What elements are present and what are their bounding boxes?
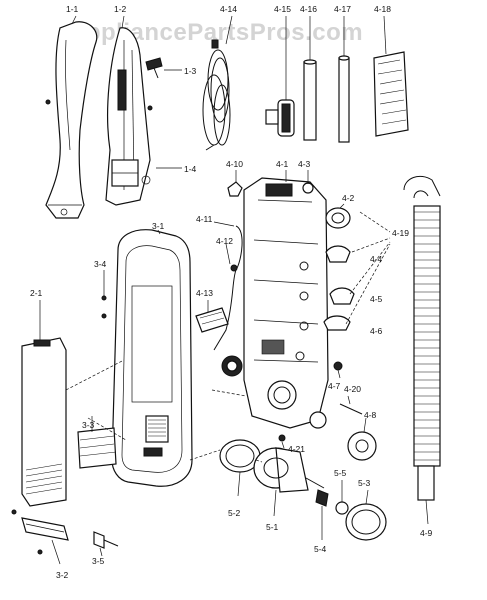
motor-ring-part xyxy=(219,439,261,473)
screw-icon xyxy=(37,549,43,555)
part-number-label: 4-20 xyxy=(344,384,361,394)
pedal-knob-part xyxy=(333,361,343,371)
part-number-label: 3-3 xyxy=(82,420,95,430)
knob-part xyxy=(302,182,314,194)
fan-band-part xyxy=(345,503,387,541)
screw-icon xyxy=(11,509,17,515)
nut-part xyxy=(335,501,349,515)
filter-hatch xyxy=(199,311,225,325)
screw-icon xyxy=(101,295,107,301)
part-number-label: 4-4 xyxy=(370,254,383,264)
part-number-label: 4-6 xyxy=(370,326,383,336)
pin-part xyxy=(278,434,286,442)
screw-icon xyxy=(45,99,51,105)
part-number-label: 1-1 xyxy=(66,4,79,14)
part-number-label: 5-3 xyxy=(358,478,371,488)
ring-seal-part xyxy=(325,207,351,229)
part-number-label: 4-16 xyxy=(300,4,317,14)
handle-grip-part xyxy=(45,21,98,219)
hose-part xyxy=(403,175,441,501)
leader-lines xyxy=(39,15,429,565)
handle-rear-part xyxy=(105,27,151,206)
part-number-label: 4-5 xyxy=(370,294,383,304)
motor-part xyxy=(253,447,325,493)
wheel-part xyxy=(347,431,377,461)
clip-part xyxy=(323,245,355,331)
part-number-label: 5-4 xyxy=(314,544,327,554)
bolt-part xyxy=(145,57,163,79)
part-number-label: 5-2 xyxy=(228,508,241,518)
part-number-label: 5-1 xyxy=(266,522,279,532)
part-number-label: 1-2 xyxy=(114,4,127,14)
part-number-label: 4-17 xyxy=(334,4,351,14)
part-number-label: 4-12 xyxy=(216,236,233,246)
carbon-brush-part xyxy=(315,489,329,507)
main-housing-part xyxy=(221,177,329,429)
bumper-part xyxy=(21,517,69,541)
filter-pad-part xyxy=(195,307,229,333)
part-number-label: 4-11 xyxy=(196,214,213,224)
power-cord-part xyxy=(202,39,231,151)
part-number-label: 1-3 xyxy=(184,66,197,76)
part-number-label: 4-21 xyxy=(288,444,305,454)
part-number-label: 5-5 xyxy=(334,468,347,478)
part-number-label: 4-18 xyxy=(374,4,391,14)
axle-left-part xyxy=(211,389,247,397)
part-number-label: 4-19 xyxy=(392,228,409,238)
latch-spring-part xyxy=(93,531,119,549)
part-number-label: 1-4 xyxy=(184,164,197,174)
part-number-label: 3-1 xyxy=(152,221,165,231)
part-number-label: 4-2 xyxy=(342,193,355,203)
part-number-label: 4-14 xyxy=(220,4,237,14)
part-number-label: 3-2 xyxy=(56,570,69,580)
brush-tool-part xyxy=(265,99,295,137)
screw-icon xyxy=(147,105,153,111)
part-number-label: 3-4 xyxy=(94,259,107,269)
part-number-label: 4-15 xyxy=(274,4,291,14)
part-number-label: 4-8 xyxy=(364,410,377,420)
part-number-label: 4-7 xyxy=(328,381,341,391)
filter-part xyxy=(77,427,117,469)
part-number-label: 3-5 xyxy=(92,556,105,566)
part-labels: 1-1 1-2 1-3 1-4 4-14 4-15 4-16 4-17 4-18 4-10 4-1 4… xyxy=(30,4,433,580)
screw-icon xyxy=(101,313,107,319)
extension-wand-part xyxy=(303,59,317,141)
connector-icon xyxy=(230,264,238,272)
front-panel-part xyxy=(111,229,193,487)
dust-bag-part xyxy=(373,51,409,137)
part-number-label: 4-9 xyxy=(420,528,433,538)
latch-part xyxy=(227,181,243,197)
axle-part xyxy=(339,403,363,415)
part-number-label: 4-10 xyxy=(226,159,243,169)
part-number-label: 4-3 xyxy=(298,159,311,169)
part-number-label: 4-13 xyxy=(196,288,213,298)
extension-wand-long-part xyxy=(338,55,350,143)
part-number-label: 2-1 xyxy=(30,288,43,298)
part-number-label: 4-1 xyxy=(276,159,289,169)
cover-panel-part xyxy=(21,337,67,507)
